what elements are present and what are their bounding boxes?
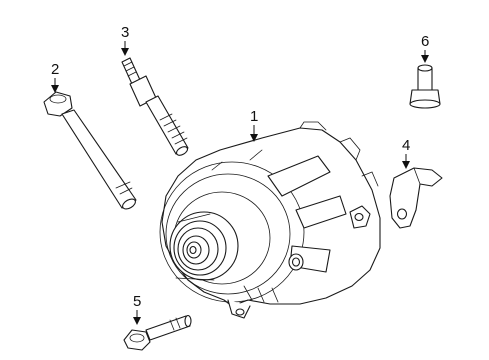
callout-number-1: 1	[250, 108, 258, 125]
callout-number-3: 3	[121, 24, 129, 41]
callout-6: 6	[421, 33, 429, 63]
arrow-down-icon	[133, 317, 141, 325]
callout-number-2: 2	[51, 61, 59, 78]
stud-part	[121, 57, 189, 156]
long-bolt-part	[43, 91, 137, 210]
stud-nut-part	[409, 64, 441, 109]
bracket-part	[389, 167, 443, 229]
arrow-down-icon	[421, 55, 429, 63]
callout-number-4: 4	[402, 137, 410, 154]
arrow-down-icon	[121, 48, 129, 56]
callout-2: 2	[51, 61, 59, 93]
callout-5: 5	[133, 293, 141, 325]
alternator-part	[159, 121, 381, 319]
callout-1: 1	[250, 108, 258, 142]
callout-number-6: 6	[421, 33, 429, 50]
short-bolt-part	[123, 314, 192, 351]
callout-3: 3	[121, 24, 129, 56]
arrow-down-icon	[51, 85, 59, 93]
arrow-down-icon	[402, 161, 410, 169]
callout-4: 4	[402, 137, 410, 169]
arrow-down-icon	[250, 134, 258, 142]
callout-number-5: 5	[133, 293, 141, 310]
